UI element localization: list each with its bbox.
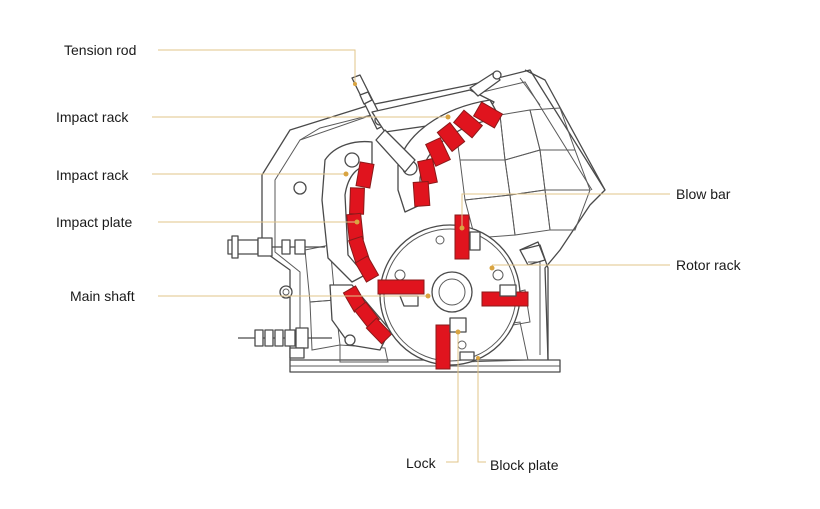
- top-right-inner: [519, 77, 541, 106]
- lower-rack-pivot: [344, 152, 360, 168]
- label-lock: Lock: [406, 455, 437, 471]
- left-bolt-lower: [279, 285, 293, 299]
- label-main-shaft: Main shaft: [70, 288, 135, 304]
- label-impact-plate: Impact plate: [56, 214, 132, 230]
- crusher-drawing: [227, 69, 606, 373]
- main-shaft-hub: [431, 271, 473, 313]
- leader-lines: [152, 49, 670, 463]
- right-hinge: [519, 241, 546, 266]
- lower-adjustment-rod: [238, 327, 332, 359]
- top-right-cover: [524, 69, 606, 191]
- hanger-pin: [492, 70, 502, 80]
- rotor-blow-bars: [377, 214, 529, 370]
- label-rotor-rack: Rotor rack: [676, 257, 742, 273]
- blow-bar-left: [377, 279, 425, 295]
- liner-plate-grid: [454, 107, 591, 239]
- labels: Tension rod Impact rack Impact rack Impa…: [56, 42, 742, 473]
- rotor-locks: [399, 231, 517, 361]
- label-tension-rod: Tension rod: [64, 42, 136, 58]
- upper-impact-liners: [412, 101, 504, 207]
- rotor: [379, 224, 521, 366]
- impact-plate-liners: [342, 285, 393, 345]
- label-impact-rack-lower: Impact rack: [56, 167, 129, 183]
- right-lower-wall-inner: [528, 261, 541, 355]
- upper-adjustment-rod: [227, 235, 325, 259]
- upper-rack-link: [375, 129, 416, 173]
- left-bolt-upper: [293, 181, 307, 195]
- blow-bar-bottom: [435, 324, 451, 370]
- lower-impact-liners: [346, 161, 380, 283]
- label-block-plate: Block plate: [490, 457, 559, 473]
- label-blow-bar: Blow bar: [676, 186, 731, 202]
- label-impact-rack-upper: Impact rack: [56, 109, 129, 125]
- lower-plate-pivot: [344, 334, 356, 346]
- upper-rack-hanger-rod: [469, 71, 501, 97]
